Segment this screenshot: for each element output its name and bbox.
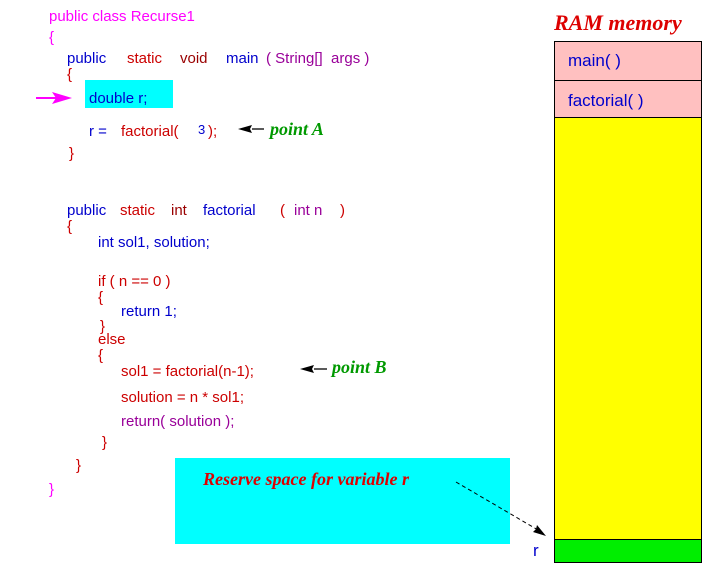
fact-kw-public: public — [67, 202, 107, 219]
if-brace-close: } — [100, 318, 106, 335]
fact-kw-int: int — [171, 202, 187, 219]
sol1-line: sol1 = factorial(n-1); — [121, 363, 254, 380]
main-brace-open: { — [67, 66, 73, 83]
fact-brace-open: { — [67, 218, 73, 235]
ram-variable-r-slot — [554, 539, 702, 563]
point-a-arrow-icon — [238, 125, 264, 133]
main-kw-public: public — [67, 50, 107, 67]
ram-frame-factorial: factorial( ) — [554, 80, 702, 118]
fact-kw-static: static — [120, 202, 156, 219]
reserve-note-box — [175, 458, 510, 544]
fact-local-decl: int sol1, solution; — [98, 234, 210, 251]
point-a-label: point A — [270, 119, 324, 139]
class-brace-open: { — [49, 29, 55, 46]
fact-method-name: factorial — [203, 202, 256, 219]
reserve-arrow-icon — [455, 481, 546, 536]
double-r-declaration: double r; — [89, 90, 148, 107]
if-brace-open: { — [98, 289, 104, 306]
fact-params-close: ) — [340, 202, 345, 219]
main-method-name: main — [226, 50, 259, 67]
main-kw-static: static — [127, 50, 163, 67]
class-declaration: public class Recurse1 — [49, 8, 195, 25]
if-condition: if ( n == 0 ) — [98, 273, 171, 290]
call-factorial: factorial( — [121, 123, 179, 140]
ram-frame-main-label: main( ) — [568, 51, 621, 70]
current-line-pointer-icon — [36, 92, 72, 104]
point-b-arrow-icon — [300, 365, 327, 373]
main-kw-void: void — [180, 50, 208, 67]
else-brace-open: { — [98, 347, 104, 364]
main-brace-close: } — [69, 145, 75, 162]
fact-brace-close: } — [76, 457, 82, 474]
point-b-label: point B — [332, 357, 387, 377]
else-keyword: else — [98, 331, 126, 348]
ram-variable-r-label: r — [533, 541, 539, 560]
main-params: ( String[] args ) — [266, 50, 370, 67]
ram-frame-factorial-label: factorial( ) — [568, 91, 644, 110]
return-solution-line: return( solution ); — [121, 413, 235, 430]
ram-title: RAM memory — [554, 10, 682, 35]
else-brace-close: } — [102, 434, 108, 451]
current-line-highlight — [85, 80, 173, 108]
ram-column — [554, 41, 702, 563]
class-brace-close: } — [49, 481, 55, 498]
reserve-note-text: Reserve space for variable r — [203, 469, 409, 489]
return-one: return 1; — [121, 303, 177, 320]
call-arg: 3 — [198, 122, 206, 137]
call-lhs: r = — [89, 123, 107, 140]
call-end: ); — [208, 123, 218, 140]
fact-params-open: ( — [280, 202, 285, 219]
fact-params: int n — [294, 202, 323, 219]
solution-line: solution = n * sol1; — [121, 389, 244, 406]
